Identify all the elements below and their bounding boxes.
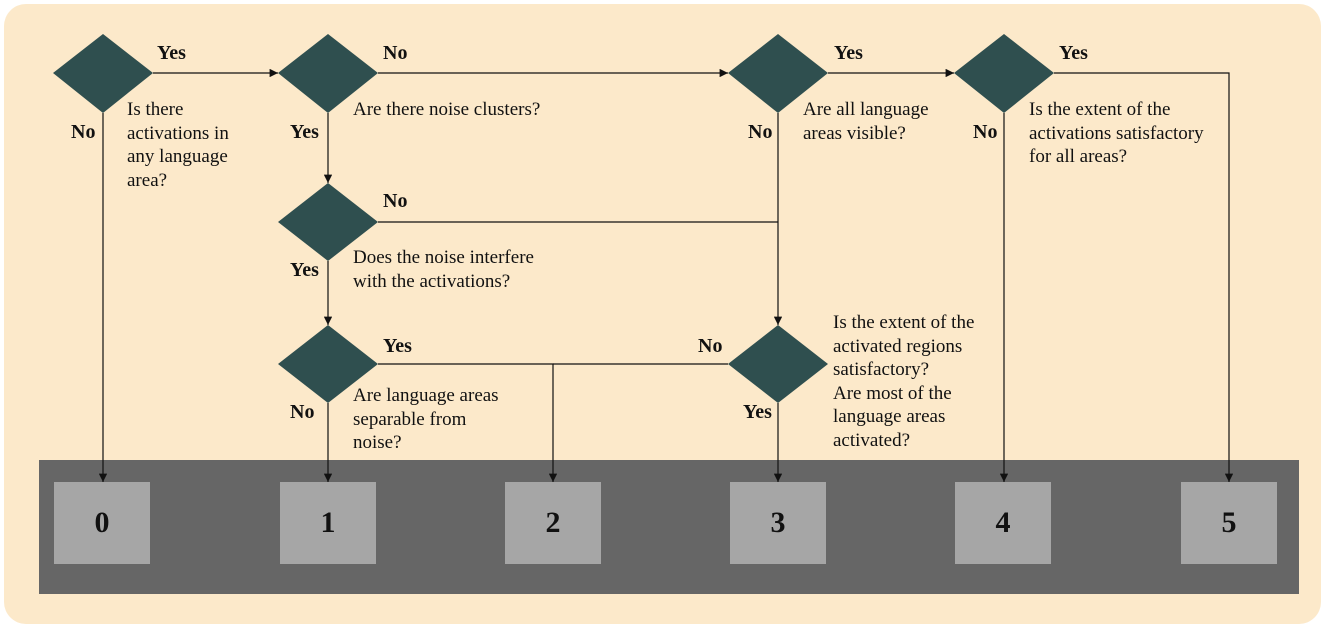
question-q1-line: area? — [127, 169, 168, 191]
branch-label-q1-no: No — [71, 121, 96, 143]
decision-diamond-q6 — [954, 34, 1054, 113]
branch-label-q6-no: No — [973, 121, 998, 143]
question-q7-line: Is the extent of the — [833, 312, 975, 333]
question-q4: Are language areas separable from noise? — [353, 384, 499, 455]
decision-diamonds — [53, 34, 1054, 403]
branch-label-q1-yes: Yes — [157, 42, 186, 64]
score-box-4: 4 — [955, 482, 1051, 564]
question-q7: Is the extent of the activated regions s… — [833, 311, 974, 452]
question-q5-line: Are all language — [803, 99, 929, 120]
question-q2: Are there noise clusters? — [353, 98, 540, 122]
question-q6-line: activations satisfactory — [1029, 122, 1204, 144]
question-q4-line: separable from — [353, 408, 467, 430]
branch-label-q7-no: No — [698, 335, 723, 357]
branch-label-q4-no: No — [290, 401, 315, 423]
question-q1-line: Is there — [127, 99, 184, 120]
question-q6-line: for all areas? — [1029, 146, 1128, 167]
decision-diamond-q5 — [728, 34, 828, 113]
branch-label-q5-yes: Yes — [834, 42, 863, 64]
question-q1-line: any language — [127, 146, 228, 167]
question-q1: Is there activations in any language are… — [127, 98, 229, 192]
question-q4-line: Are language areas — [353, 385, 499, 406]
question-q3-line: with the activations? — [353, 270, 511, 292]
branch-label-q2-yes: Yes — [290, 121, 319, 143]
decision-diamond-q2 — [278, 34, 378, 113]
decision-diamond-q3 — [278, 183, 378, 261]
decision-diamond-q4 — [278, 325, 378, 403]
score-box-0: 0 — [54, 482, 150, 564]
decision-diamond-q7 — [728, 325, 828, 403]
question-q7-line: activated regions — [833, 335, 963, 357]
question-q5-line: areas visible? — [803, 122, 906, 144]
score-box-5: 5 — [1181, 482, 1277, 564]
question-q7-line: language areas — [833, 406, 946, 427]
question-q1-line: activations in — [127, 122, 229, 144]
connector-q6-yes — [1054, 72, 1234, 482]
score-box-1: 1 — [280, 482, 376, 564]
question-q6-line: Is the extent of the — [1029, 99, 1171, 120]
question-q7-line: activated? — [833, 429, 911, 451]
connectors — [98, 68, 1234, 482]
score-box-3: 3 — [730, 482, 826, 564]
branch-label-q6-yes: Yes — [1059, 42, 1088, 64]
question-q6: Is the extent of the activations satisfa… — [1029, 98, 1204, 169]
branch-label-q3-yes: Yes — [290, 259, 319, 281]
question-q4-line: noise? — [353, 432, 402, 453]
question-q3: Does the noise interfere with the activa… — [353, 246, 534, 293]
branch-label-q5-no: No — [748, 121, 773, 143]
score-box-2: 2 — [505, 482, 601, 564]
question-q5: Are all language areas visible? — [803, 98, 929, 145]
score-bar — [39, 460, 1299, 594]
branch-label-q3-no: No — [383, 190, 408, 212]
question-q7-line: Are most of the — [833, 382, 952, 404]
question-q2-line: Are there noise clusters? — [353, 99, 541, 120]
question-q7-line: satisfactory? — [833, 359, 930, 380]
branch-label-q7-yes: Yes — [743, 401, 772, 423]
branch-label-q4-yes: Yes — [383, 335, 412, 357]
branch-label-q2-no: No — [383, 42, 408, 64]
question-q3-line: Does the noise interfere — [353, 247, 534, 268]
decision-diamond-q1 — [53, 34, 153, 113]
